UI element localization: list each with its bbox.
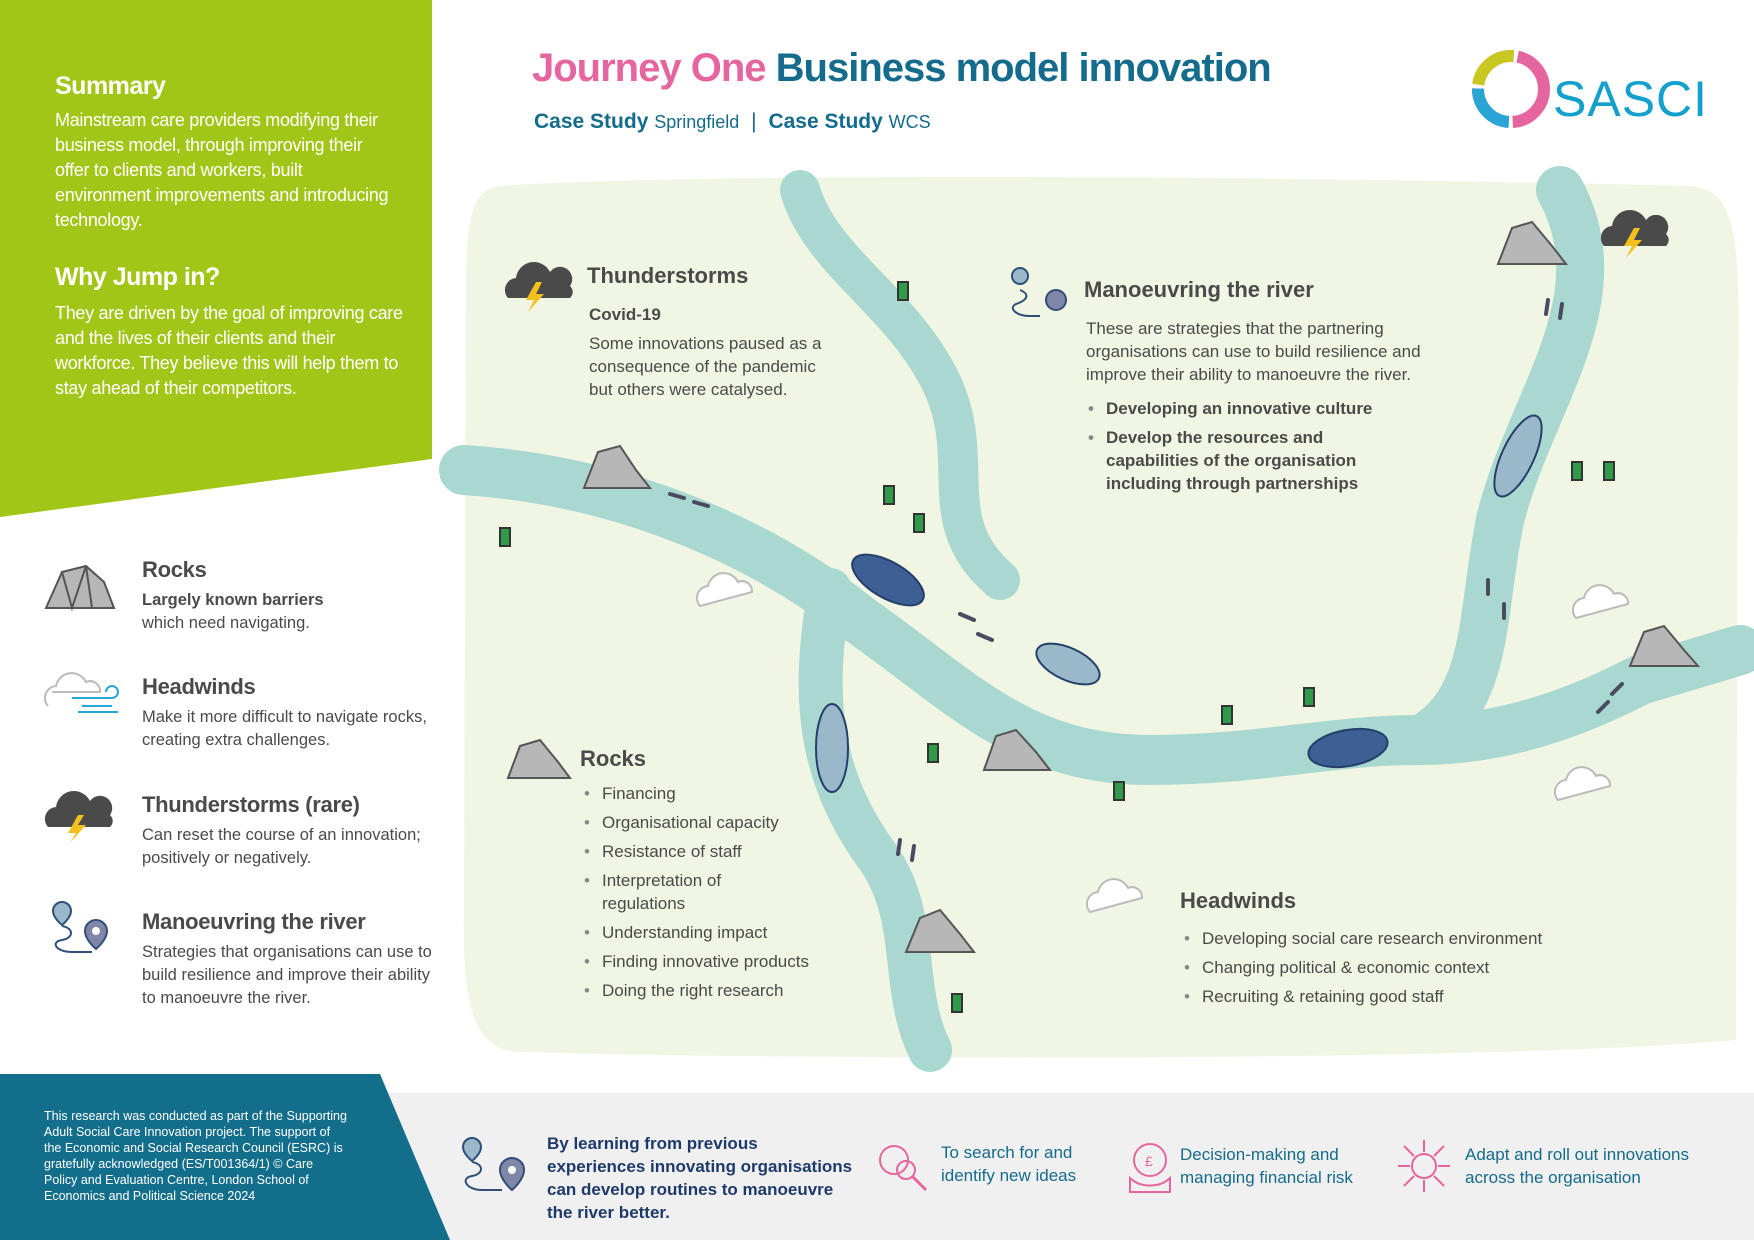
legend-manoeuvring-title: Manoeuvring the river (142, 909, 366, 934)
rocks-list: Financing Organisational capacity Resist… (582, 782, 812, 1008)
svg-text:£: £ (1145, 1153, 1153, 1169)
land (463, 176, 1739, 1058)
rocks-bullet: Organisational capacity (582, 811, 812, 834)
legend-thunderstorms-title: Thunderstorms (rare) (142, 792, 360, 817)
legend-rocks-text: which need navigating. (142, 614, 310, 632)
case2-link[interactable]: WCS (888, 112, 931, 132)
search-ideas-icon (879, 1145, 928, 1192)
legend-thunderstorms-text: Can reset the course of an innovation; p… (142, 826, 421, 867)
thunderstorms-subtitle: Covid-19 (589, 305, 661, 324)
rocks-bullet: Doing the right research (582, 979, 812, 1002)
legend-headwinds-text: Make it more difficult to navigate rocks… (142, 708, 427, 749)
river (439, 166, 1754, 1072)
footer-item-search: To search for and identify new ideas (941, 1143, 1077, 1185)
page-title: Journey One Business model innovation (532, 46, 1272, 91)
legend-rocks-title: Rocks (142, 557, 207, 582)
summary-panel (0, 0, 432, 517)
manoeuvring-bullet: Developing an innovative culture (1086, 397, 1376, 420)
why-heading: Why Jump in? (55, 263, 220, 291)
financial-risk-icon: £ (1129, 1143, 1171, 1193)
map-storm-icons (504, 210, 1669, 312)
footer-item-decision: Decision-making and managing financial r… (1180, 1145, 1353, 1187)
rocks-bullet: Resistance of staff (582, 840, 812, 863)
legend-manoeuvring-text: Strategies that organisations can use to… (142, 943, 432, 1007)
boats (815, 414, 1543, 793)
rocks-bullet: Financing (582, 782, 812, 805)
headwinds-bullet: Developing social care research environm… (1182, 927, 1582, 950)
rollout-icon (1398, 1140, 1450, 1192)
rocks-on-map (506, 220, 1701, 953)
manoeuvring-list: Developing an innovative culture Develop… (1086, 397, 1376, 501)
title-topic: Business model innovation (775, 46, 1272, 90)
rocks-title: Rocks (580, 746, 647, 771)
headwinds-list: Developing social care research environm… (1182, 927, 1582, 1014)
thunderstorms-text: Some innovations paused as a consequence… (589, 334, 822, 399)
thunderstorm-icon (44, 791, 113, 843)
legend-rocks-bold: Largely known barriers (142, 591, 324, 609)
headwinds-bullet: Changing political & economic context (1182, 956, 1582, 979)
map-headwind-icons (695, 572, 1630, 914)
sasci-logo-text: SASCI (1553, 71, 1709, 127)
footer-credit-panel (0, 1074, 450, 1240)
footer-credit: This research was conducted as part of t… (44, 1109, 347, 1203)
separator: | (751, 110, 757, 133)
headwind-icon (43, 672, 119, 713)
summary-heading: Summary (55, 72, 166, 100)
rocks-bullet: Understanding impact (582, 921, 812, 944)
route-icon (461, 1136, 526, 1192)
rock-icon (44, 564, 116, 612)
headwinds-bullet: Recruiting & retaining good staff (1182, 985, 1582, 1008)
headwinds-title: Headwinds (1180, 888, 1297, 913)
rocks-bullet: Interpretation of regulations (582, 869, 732, 915)
case-studies: Case Study Springfield | Case Study WCS (534, 110, 931, 134)
case2-label: Case Study (768, 110, 883, 133)
map-route-icon (1011, 267, 1067, 317)
case1-label: Case Study (534, 110, 649, 133)
rocks-bullet: Finding innovative products (582, 950, 812, 973)
manoeuvring-bullet: Develop the resources and capabilities o… (1086, 426, 1376, 495)
summary-text: Mainstream care providers modifying thei… (55, 110, 389, 230)
footer-item-adapt: Adapt and roll out innovations across th… (1465, 1145, 1689, 1187)
manoeuvring-text: These are strategies that the partnering… (1086, 319, 1421, 384)
legend-headwinds-title: Headwinds (142, 674, 256, 699)
why-text: They are driven by the goal of improving… (55, 303, 403, 398)
route-icon (51, 900, 109, 953)
current-marks (668, 298, 1624, 862)
sasci-logo-hands-icon (1472, 50, 1550, 128)
manoeuvring-title: Manoeuvring the river (1084, 277, 1314, 302)
footer-learning: By learning from previous experiences in… (547, 1134, 853, 1222)
people (499, 281, 1615, 1013)
thunderstorms-title: Thunderstorms (587, 263, 749, 288)
case1-link[interactable]: Springfield (654, 112, 740, 132)
title-journey: Journey One (532, 46, 767, 90)
